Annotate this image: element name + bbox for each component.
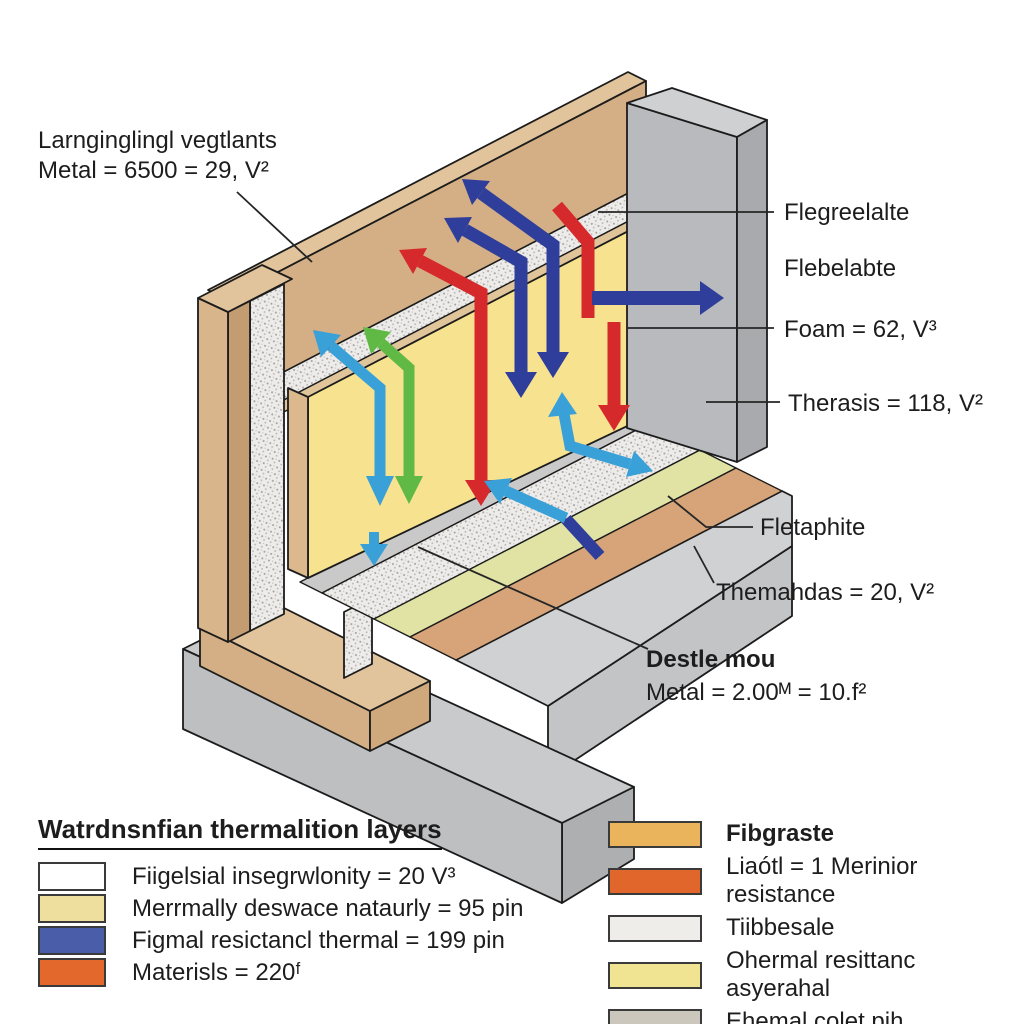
moisture-arrow-cyan-upleft bbox=[484, 478, 569, 524]
callout-leader-lines bbox=[236, 191, 780, 650]
legend-swatch-white bbox=[38, 862, 106, 891]
insulation-panel-side bbox=[287, 387, 309, 579]
legend-item-label: Figmal resictancl thermal = 199 pin bbox=[132, 926, 505, 954]
cold-arrow-blue-horizontal bbox=[592, 281, 724, 315]
moisture-arrow-cyan-small bbox=[360, 532, 388, 566]
legend-swatch-orange bbox=[608, 867, 702, 895]
legend-right: Fibgraste Liaótl = 1 Merinior resistance… bbox=[608, 820, 1024, 1024]
column-side-face bbox=[227, 300, 251, 643]
leader-top-left bbox=[236, 191, 313, 263]
column-front-face bbox=[197, 297, 229, 643]
callout-flegreelalte: Flegreelalte bbox=[784, 199, 910, 226]
legend-item-label: Tiibbesale bbox=[726, 914, 835, 941]
legend-swatch-yellow bbox=[38, 894, 106, 923]
legend-item-label: Liaótl = 1 Merinior resistance bbox=[726, 853, 918, 908]
callout-foam: Foam = 62, V³ bbox=[784, 316, 937, 343]
leader-fletaphite bbox=[667, 495, 753, 528]
wood-left-column bbox=[197, 264, 293, 643]
callout-fletaphite: Fletaphite bbox=[760, 514, 866, 541]
legend-item-label: Ehemal colet pih bbox=[726, 1008, 904, 1024]
legend-item-label: Merrmally deswace nataurly = 95 pin bbox=[132, 894, 524, 922]
legend-swatch-amber bbox=[608, 820, 702, 848]
floor-wood-plate bbox=[409, 467, 783, 661]
sill-end-face bbox=[369, 680, 431, 752]
vapor-arrow-green bbox=[363, 327, 423, 504]
heat-flow-arrows bbox=[313, 179, 724, 566]
legend-item-label: Fiigelsial insegrwlonity = 20 V³ bbox=[132, 862, 456, 890]
legend-item: Merrmally deswace nataurly = 95 pin bbox=[38, 894, 524, 923]
leader-destle bbox=[417, 546, 649, 650]
cold-arrow-blue-segment bbox=[561, 514, 605, 561]
note-top-left-line2: Metal = 6500 = 29, V² bbox=[38, 157, 269, 184]
legend-swatch-orange bbox=[38, 958, 106, 987]
legend-left: Watrdnsnfian thermalition layers Fiigels… bbox=[38, 814, 524, 990]
legend-item: Figmal resictancl thermal = 199 pin bbox=[38, 926, 524, 955]
callout-flebelabte: Flebelabte bbox=[784, 255, 897, 282]
legend-swatch-gray bbox=[608, 1008, 702, 1024]
legend-swatch-paleyellow bbox=[608, 961, 702, 989]
callout-destle-line2: Metal = 2.00ᴹ = 10.f² bbox=[646, 679, 867, 706]
slab-front-face bbox=[626, 102, 738, 463]
callout-destle-line1: Destle mou bbox=[646, 646, 776, 673]
note-top-left-line1: Larnginglingl vegtlants bbox=[38, 127, 277, 154]
heat-arrow-red-2 bbox=[552, 201, 630, 431]
legend-item: Ehemal colet pih bbox=[608, 1008, 1024, 1024]
concrete-slab-panel bbox=[626, 87, 768, 463]
legend-item: Fiigelsial insegrwlonity = 20 V³ bbox=[38, 862, 524, 891]
callout-themahdas: Themahdas = 20, V² bbox=[716, 579, 935, 606]
legend-item: Fibgraste bbox=[608, 820, 1024, 848]
legend-item: Ohermal resittanc asyerahal bbox=[608, 947, 1024, 1003]
moisture-arrow-cyan-zigzag bbox=[548, 392, 653, 477]
column-insulation-strip bbox=[249, 283, 285, 632]
moisture-arrow-cyan-1 bbox=[313, 330, 394, 506]
foundation-block-front bbox=[182, 648, 563, 904]
leader-themahdas bbox=[693, 545, 715, 584]
column-top-face bbox=[197, 264, 293, 313]
legend-item-label: Ohermal resittanc asyerahal bbox=[726, 947, 916, 1002]
legend-left-title: Watrdnsnfian thermalition layers bbox=[38, 814, 442, 850]
legend-item-label: Materisls = 220ᶠ bbox=[132, 958, 301, 986]
legend-item: Tiibbesale bbox=[608, 914, 1024, 942]
cold-arrow-blue-1 bbox=[462, 179, 569, 378]
legend-swatch-lightgray bbox=[608, 914, 702, 942]
legend-item: Materisls = 220ᶠ bbox=[38, 958, 524, 987]
legend-item: Liaótl = 1 Merinior resistance bbox=[608, 853, 1024, 909]
slab-side-face bbox=[736, 119, 768, 463]
legend-item-label: Fibgraste bbox=[726, 820, 835, 847]
floor-layers bbox=[299, 412, 783, 661]
callout-therasis: Therasis = 118, V² bbox=[788, 390, 983, 417]
cold-arrow-blue-2 bbox=[444, 217, 537, 398]
legend-swatch-blue bbox=[38, 926, 106, 955]
